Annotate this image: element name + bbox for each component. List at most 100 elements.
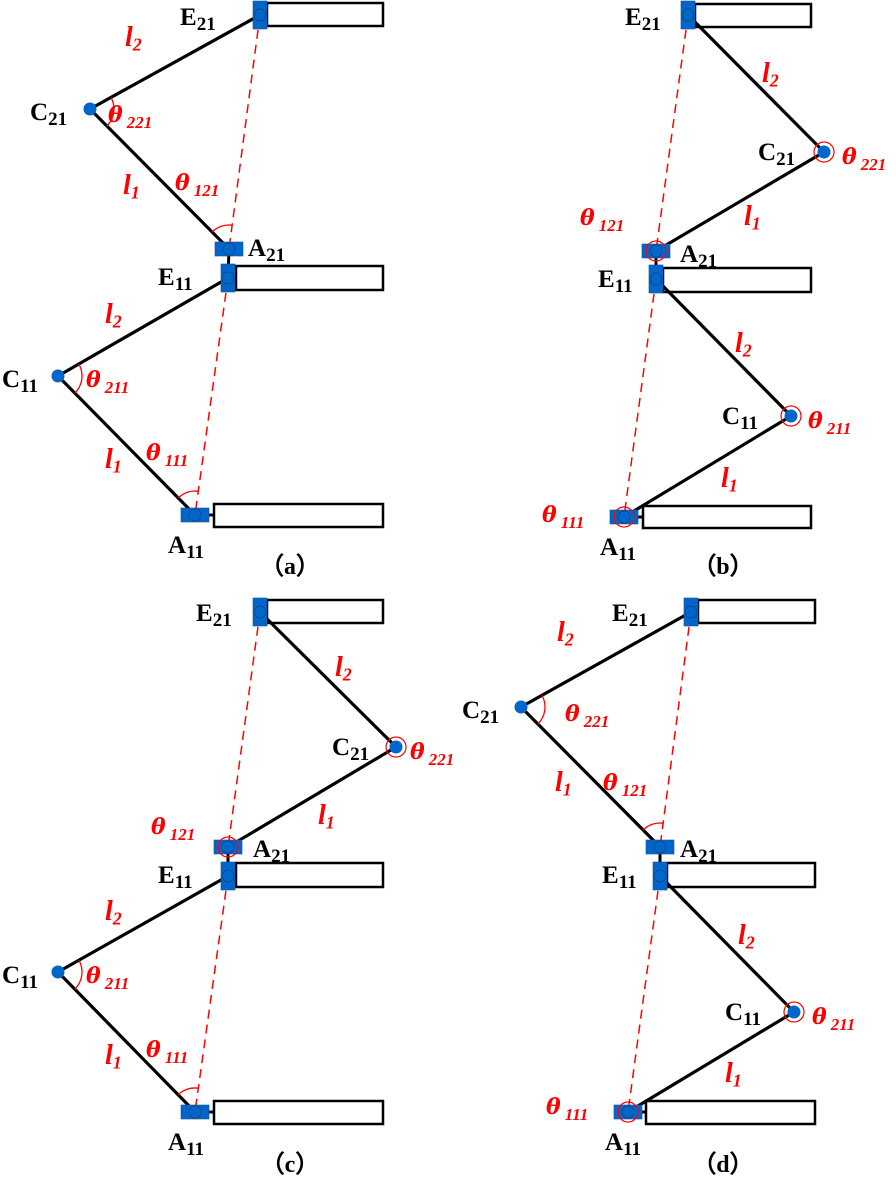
link-label-l2: l2 [105, 299, 122, 332]
point-label-e21: E21 [625, 4, 661, 35]
link-c21-e21 [89, 13, 261, 111]
point-label-c21: C21 [30, 99, 67, 130]
point-label-a11: A11 [605, 1129, 641, 1160]
joint-e11 [653, 869, 667, 883]
dashed-line-upper [659, 611, 692, 848]
link-c21-e21 [686, 13, 826, 154]
joint-c21 [83, 102, 97, 116]
link-c11-e11 [654, 277, 793, 418]
angle-arc-theta-221 [106, 97, 115, 127]
angle-arc-theta-111 [613, 506, 635, 528]
point-label-e11: E11 [158, 862, 193, 893]
link-label-l1: l1 [725, 1058, 742, 1091]
panel-caption-c: （c） [261, 1151, 320, 1178]
angle-arc-theta-211 [74, 959, 83, 990]
point-label-c21: C21 [332, 734, 369, 765]
platform-1 [265, 1, 385, 28]
point-label-e11: E11 [158, 264, 193, 295]
dashed-line-upper [227, 611, 261, 848]
point-label-e11: E11 [602, 862, 637, 893]
platform-3 [212, 502, 385, 529]
link-label-l2: l2 [557, 617, 574, 650]
platform-1 [265, 598, 385, 625]
link-a11-c11 [56, 374, 197, 517]
joint-c11 [51, 965, 65, 979]
point-label-c21: C21 [462, 697, 499, 728]
point-label-e21: E21 [612, 600, 648, 631]
joint-e11 [649, 272, 663, 286]
dashed-line-lower [194, 875, 229, 1113]
point-label-a21: A21 [248, 235, 285, 266]
angle-arc-theta-111 [177, 490, 199, 499]
link-a21-c21 [519, 705, 662, 849]
joint-e11 [221, 869, 235, 883]
angle-arc-theta-211 [74, 363, 83, 394]
platform-2 [661, 266, 813, 294]
link-a21-c21 [655, 150, 825, 253]
joint-e11 [221, 271, 235, 285]
dashed-line-lower [627, 875, 661, 1113]
angle-arc-theta-121 [642, 822, 664, 831]
platform-1 [693, 2, 813, 29]
joint-c11 [51, 369, 65, 383]
angle-arc-theta-121 [211, 224, 233, 233]
link-a21-c21 [88, 107, 231, 251]
link-label-l1: l1 [744, 201, 761, 234]
point-label-a11: A11 [168, 532, 204, 563]
point-label-c21: C21 [758, 139, 795, 170]
panel-caption-b: （b） [692, 553, 753, 580]
joint-e21 [681, 8, 695, 22]
joint-a21 [221, 840, 235, 854]
joint-a21 [649, 244, 663, 258]
joint-a11 [621, 1105, 635, 1119]
link-label-l2: l2 [738, 920, 755, 953]
angle-arc-theta-221 [385, 736, 407, 758]
platform-2 [234, 861, 385, 889]
joint-a11 [617, 510, 631, 524]
link-c21-e21 [258, 610, 398, 749]
dashed-line-upper [228, 14, 261, 250]
link-label-l2: l2 [762, 58, 779, 91]
point-label-a21: A21 [680, 836, 717, 867]
point-label-e21: E21 [180, 4, 216, 35]
joint-e21 [684, 605, 698, 619]
platform-2 [665, 861, 817, 889]
point-label-a21: A21 [680, 241, 717, 272]
platform-3 [212, 1099, 385, 1126]
joint-c11 [784, 409, 798, 423]
link-label-l1: l1 [123, 170, 140, 203]
angle-arc-theta-121 [645, 240, 667, 262]
link-c11-e11 [658, 874, 796, 1014]
link-a11-c11 [56, 970, 197, 1114]
link-a21-c21 [227, 745, 397, 849]
link-label-l2: l2 [735, 328, 752, 361]
link-label-l2: l2 [105, 896, 122, 929]
point-label-a21: A21 [253, 836, 290, 867]
dashed-line-upper [655, 14, 689, 252]
joint-a11 [188, 1105, 202, 1119]
angle-arc-theta-211 [783, 1001, 805, 1023]
dashed-line-lower [623, 278, 657, 518]
link-a11-c11 [627, 1010, 795, 1114]
link-c11-e11 [57, 874, 229, 974]
